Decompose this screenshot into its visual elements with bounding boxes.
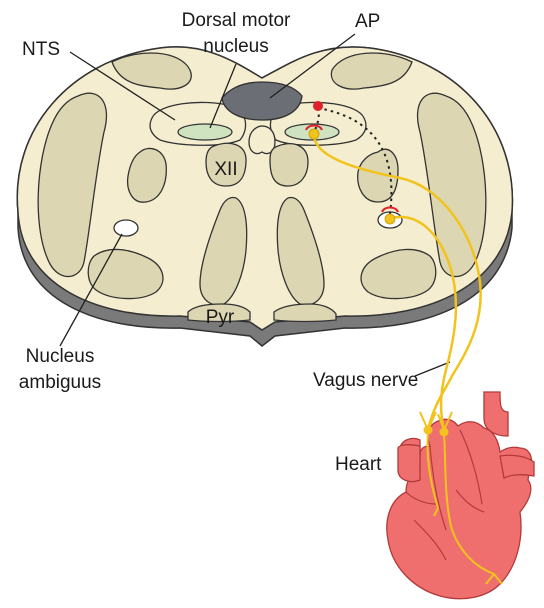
central-canal <box>249 126 275 154</box>
label-nts: NTS <box>22 39 60 60</box>
area-postrema <box>222 82 302 120</box>
nts-neuron <box>313 101 323 111</box>
nucleus-ambiguus-left <box>114 220 138 236</box>
ganglion-neuron-right <box>440 428 449 437</box>
label-dmn-line2: nucleus <box>203 36 269 57</box>
label-ap: AP <box>355 11 380 32</box>
ganglion-neuron-left <box>424 426 433 435</box>
label-heart: Heart <box>335 454 382 475</box>
label-pyr: Pyr <box>206 307 235 328</box>
heart-pulmonary-vessels <box>500 455 534 478</box>
hypoglossal-nucleus-right <box>270 144 308 186</box>
dmn-neuron <box>309 129 319 139</box>
label-vagus-nerve: Vagus nerve <box>313 370 418 391</box>
heart-vena-cava <box>398 445 420 482</box>
na-neuron <box>385 214 395 224</box>
label-nucleus-ambiguus-line2: ambiguus <box>19 372 101 393</box>
heart <box>387 392 534 599</box>
label-nucleus-ambiguus-line1: Nucleus <box>26 346 95 367</box>
dorsal-motor-nucleus-left <box>178 124 232 140</box>
label-dmn-line1: Dorsal motor <box>182 10 291 31</box>
label-xii: XII <box>214 159 237 180</box>
